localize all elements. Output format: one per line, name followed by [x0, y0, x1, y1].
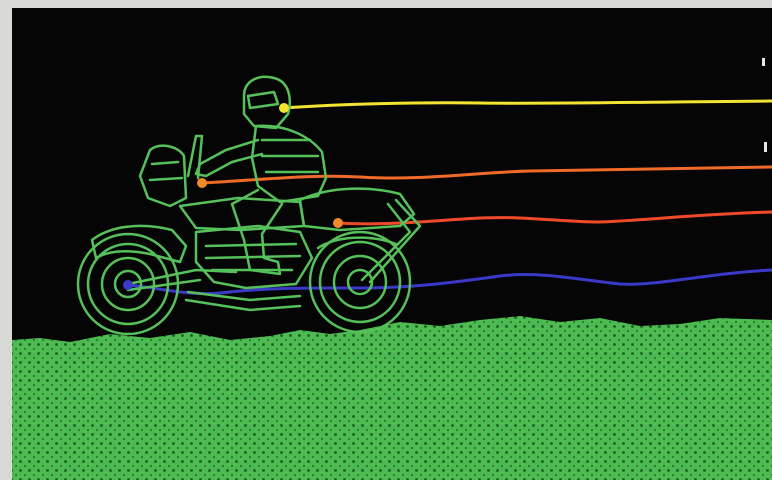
seat-marker — [333, 218, 343, 228]
wheel-hub-marker — [123, 280, 133, 290]
dotted-grass-ground — [12, 316, 772, 480]
shoulder-marker — [197, 178, 207, 188]
head-marker — [279, 103, 289, 113]
